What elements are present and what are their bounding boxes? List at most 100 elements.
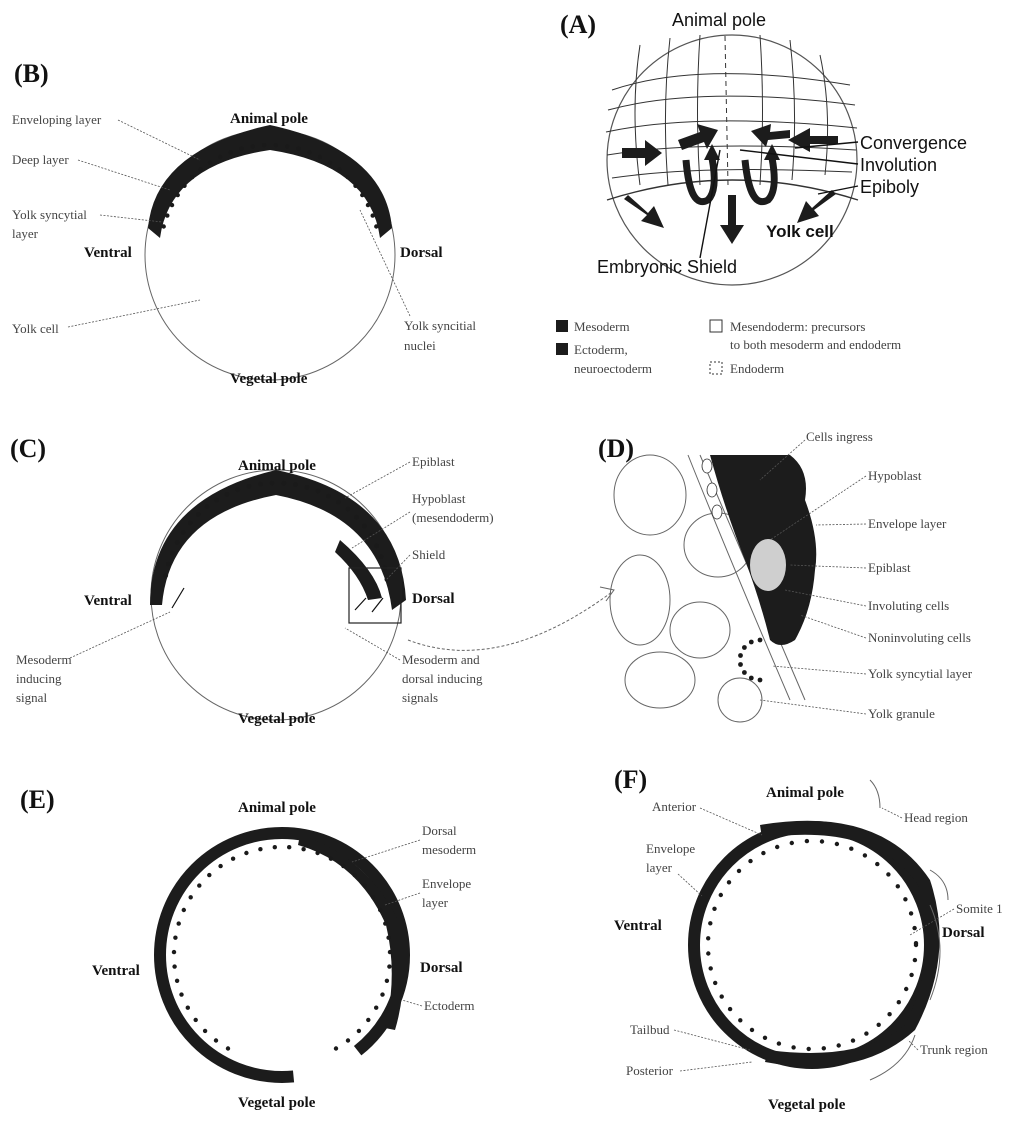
nucleus-dot <box>239 147 243 151</box>
nucleus-dot <box>165 213 169 217</box>
nucleus-dot <box>360 193 364 197</box>
nucleus-dot <box>182 908 186 912</box>
nucleus-dot <box>720 994 724 998</box>
panel-f-tailbud-label: Tailbud <box>630 1022 670 1037</box>
panel-b-enveloping-layer-label: Enveloping layer <box>12 112 102 127</box>
nucleus-dot <box>205 504 210 509</box>
nucleus-dot <box>864 1031 868 1035</box>
nucleus-dot <box>188 521 193 526</box>
nucleus-dot <box>385 979 389 983</box>
nucleus-dot <box>251 144 255 148</box>
nucleus-dot <box>822 1046 826 1050</box>
panel-c-yolk-outline <box>151 470 401 720</box>
panel-c-ventral-signal-arrow <box>172 588 184 608</box>
nucleus-dot <box>706 951 710 955</box>
nucleus-dot <box>182 184 186 188</box>
nucleus-dot <box>326 494 331 499</box>
nucleus-dot <box>875 862 879 866</box>
panel-c-dorsal-label: Dorsal <box>412 591 455 607</box>
nucleus-dot <box>374 224 378 228</box>
nucleus-dot <box>374 1006 378 1010</box>
panel-f-dorsal-label: Dorsal <box>942 925 985 941</box>
nucleus-dot <box>228 150 232 154</box>
legend-mesendoderm-swatch <box>710 320 722 332</box>
panel-a-yolk-cell-label: Yolk cell <box>766 222 834 241</box>
panel-d-envelope-layer-label: Envelope layer <box>868 516 947 531</box>
panel-d-cells-ingress-label: Cells ingress <box>806 429 873 444</box>
panel-d-letter: (D) <box>598 434 634 463</box>
nucleus-dot <box>346 507 351 512</box>
nucleus-dot <box>175 979 179 983</box>
nucleus-dot <box>177 921 181 925</box>
panel-c-dorsal-signal-label-1: Mesoderm and <box>402 652 480 667</box>
nucleus-dot <box>913 958 917 962</box>
nucleus-dot <box>305 485 310 490</box>
panel-d-involuting-cells-label: Involuting cells <box>868 598 949 613</box>
nucleus-dot <box>225 492 230 497</box>
nucleus-dot <box>247 484 252 489</box>
panel-f-somite-label: Somite 1 <box>956 901 1003 916</box>
nucleus-dot <box>363 883 367 887</box>
legend-mesoderm-swatch <box>556 320 568 332</box>
nucleus-dot <box>380 992 384 996</box>
panel-d-hypoblast-label: Hypoblast <box>868 468 922 483</box>
panel-f-embryo-ring <box>694 827 930 1063</box>
nucleus-dot <box>285 144 289 148</box>
nucleus-dot <box>371 213 375 217</box>
nucleus-dot <box>346 1038 350 1042</box>
panel-d: (D) Cells ingress Hypoblast Envelope lay… <box>598 429 973 722</box>
nucleus-dot <box>190 175 194 179</box>
panel-e-blastoderm-ring <box>160 833 404 1077</box>
nucleus-dot <box>281 481 286 486</box>
panel-f-head-region-label: Head region <box>904 810 968 825</box>
panel-b-letter: (B) <box>14 59 49 88</box>
panel-b: (B) Animal pole Enveloping layer Deep la… <box>12 59 476 387</box>
nucleus-dot <box>369 533 374 538</box>
nucleus-dot <box>909 911 913 915</box>
panel-b-ysl-label-1: Yolk syncytial <box>12 207 87 222</box>
panel-e-envelope-label-2: layer <box>422 895 449 910</box>
panel-e-vegetal-pole-label: Vegetal pole <box>238 1095 316 1111</box>
nucleus-dot <box>385 577 390 582</box>
panel-e-dorsal-mesoderm-label-1: Dorsal <box>422 823 457 838</box>
panel-f-animal-pole-label: Animal pole <box>766 785 844 801</box>
nucleus-dot <box>887 1012 891 1016</box>
nucleus-dot <box>199 167 203 171</box>
nucleus-dot <box>296 147 300 151</box>
panel-e-letter: (E) <box>20 785 55 814</box>
nucleus-dot <box>172 950 176 954</box>
panel-c-dorsal-signal-label-3: signals <box>402 690 438 705</box>
nucleus-dot <box>362 524 367 529</box>
nucleus-dot <box>386 936 390 940</box>
nucleus-dot <box>293 482 298 487</box>
nucleus-dot <box>749 676 754 681</box>
nucleus-dot <box>896 884 900 888</box>
nucleus-dot <box>706 936 710 940</box>
panel-c-hypoblast-label-1: Hypoblast <box>412 491 466 506</box>
panel-a-letter: (A) <box>560 10 596 39</box>
nucleus-dot <box>383 921 387 925</box>
nucleus-dot <box>181 530 186 535</box>
panel-d-yolk-granule-label: Yolk granule <box>868 706 935 721</box>
nucleus-dot <box>287 845 291 849</box>
nucleus-dot <box>166 562 171 567</box>
nucleus-dot <box>337 167 341 171</box>
legend-ectoderm-label-1: Ectoderm, <box>574 342 628 357</box>
panel-c: (C) Animal pole Epiblast Hypoblast (mese… <box>10 434 614 727</box>
nucleus-dot <box>758 638 763 643</box>
panel-a-embryonic-shield-label: Embryonic Shield <box>597 257 737 277</box>
panel-c-dorsal-signal-label-2: dorsal inducing <box>402 671 483 686</box>
nucleus-dot <box>371 895 375 899</box>
nucleus-dot <box>737 869 741 873</box>
nucleus-dot <box>749 640 754 645</box>
panel-b-ysl-label-2: layer <box>12 226 39 241</box>
nucleus-dot <box>315 851 319 855</box>
panel-d-epiblast-label: Epiblast <box>868 560 911 575</box>
nucleus-dot <box>742 645 747 650</box>
nucleus-dot <box>758 678 763 683</box>
nucleus-dot <box>738 662 743 667</box>
nucleus-dot <box>387 964 391 968</box>
panel-a-convergence-label: Convergence <box>860 133 967 153</box>
nucleus-dot <box>790 841 794 845</box>
